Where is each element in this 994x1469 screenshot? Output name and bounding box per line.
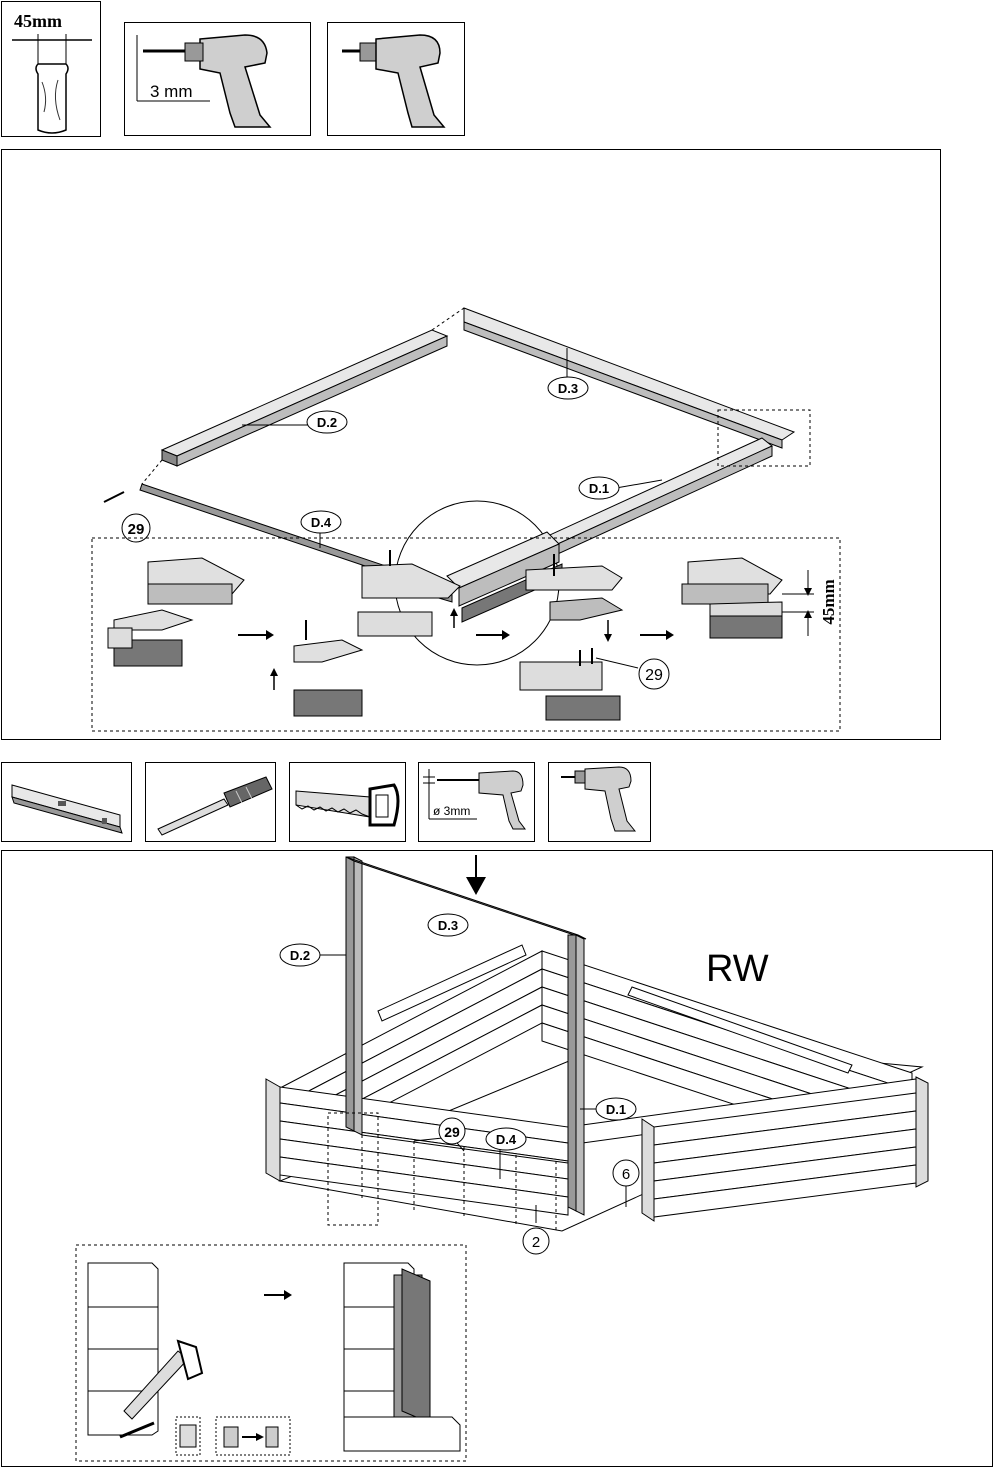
detail-marker (717, 409, 811, 467)
detail-marker-2 (327, 1112, 379, 1226)
door-frame-install-diagram: D.2 D.3 D.1 D.4 29 6 2 RW (75, 855, 929, 1462)
drill-bit-icon: 3 mm (136, 34, 272, 128)
label-screw-2: 29 (444, 1124, 460, 1140)
screwdriver-drill-box-2 (548, 762, 651, 842)
log-thickness-icon: 45mm (12, 11, 92, 134)
drill-3mm-box-2: ø 3mm (418, 762, 535, 842)
steps-subpanel (91, 537, 841, 732)
front-right-wall (567, 1076, 929, 1222)
label-d2: D.2 (317, 415, 337, 430)
label-d3: D.3 (558, 381, 578, 396)
label-part-6: 6 (622, 1166, 630, 1183)
detail-wall-after (343, 1262, 461, 1452)
label-d2-2: D.2 (290, 948, 310, 963)
detail-inset (75, 1244, 467, 1462)
saw-box (289, 762, 406, 842)
screw-icon (103, 491, 125, 503)
d4-threshold (361, 1134, 569, 1231)
label-d4: D.4 (311, 515, 332, 530)
power-drill-icon (342, 34, 446, 128)
label-d3-2: D.3 (438, 918, 458, 933)
beam-d3 (463, 307, 796, 449)
drill-size-label: 3 mm (150, 82, 193, 101)
side-label: RW (706, 948, 769, 990)
steps-screw-label: 29 (645, 667, 663, 684)
hand-saw-icon (295, 783, 400, 827)
label-part-2: 2 (532, 1234, 540, 1251)
drill-bit-icon-2: ø 3mm (423, 769, 526, 830)
drill-3mm-box: 3 mm (124, 22, 311, 136)
chisel-icon (157, 776, 273, 836)
step-4-joint (681, 557, 783, 639)
beam-d2 (160, 329, 449, 467)
thickness-tool-box: 45mm (1, 1, 101, 137)
screwdriver-drill-box (327, 22, 465, 136)
thickness-label: 45mm (14, 11, 62, 31)
step-1-joint (107, 557, 245, 667)
frame-assembly-panel: D.2 D.3 D.1 D.4 29 (1, 149, 941, 740)
spirit-level-box (1, 762, 132, 842)
label-screw: 29 (128, 521, 145, 538)
detail-wall-before (87, 1262, 204, 1456)
step-2-joint (293, 550, 461, 717)
door-frame-install-panel: D.2 D.3 D.1 D.4 29 6 2 RW (1, 850, 993, 1467)
door-frame (345, 856, 587, 1216)
power-drill-icon-2 (561, 766, 637, 832)
chisel-box (145, 762, 276, 842)
label-d1: D.1 (589, 481, 609, 496)
spirit-level-icon (11, 784, 123, 834)
frame-assembly-diagram: D.2 D.3 D.1 D.4 29 (91, 307, 841, 732)
step-3-joint (519, 554, 624, 721)
label-d1-2: D.1 (606, 1102, 626, 1117)
drill-size-label-2: ø 3mm (433, 804, 470, 818)
label-d4-2: D.4 (496, 1132, 517, 1147)
steps-height-label: 45mm (819, 579, 838, 624)
